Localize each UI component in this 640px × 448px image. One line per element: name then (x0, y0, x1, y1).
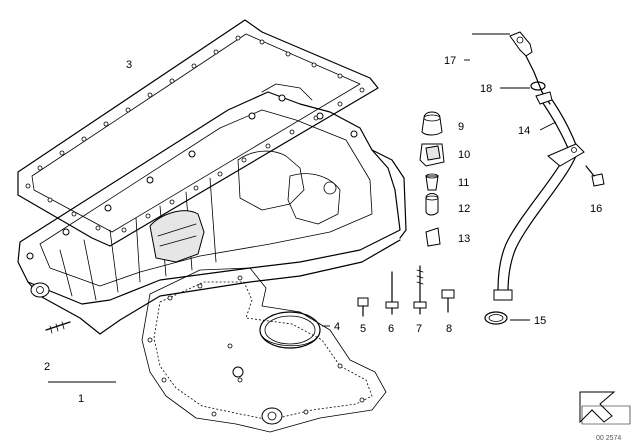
callout-18: 18 (480, 83, 492, 95)
callout-7: 7 (416, 323, 422, 335)
sealing-ring-18[interactable] (530, 81, 546, 91)
guide-tube[interactable] (493, 91, 585, 301)
bolt-5[interactable] (357, 297, 369, 317)
callout-4: 4 (334, 321, 340, 333)
grommet-10[interactable] (419, 143, 445, 167)
orientation-arrow-icon (579, 391, 631, 425)
bolt-7[interactable] (413, 265, 427, 315)
callout-9: 9 (458, 121, 464, 133)
clip-13[interactable] (425, 227, 441, 247)
callout-13: 13 (458, 233, 470, 245)
callout-5: 5 (360, 323, 366, 335)
seal-ring[interactable] (259, 311, 321, 349)
clip-11[interactable] (425, 173, 439, 191)
o-ring-15[interactable] (484, 311, 508, 325)
bolt-6[interactable] (385, 271, 399, 315)
callout-14: 14 (518, 125, 530, 137)
callout-3: 3 (126, 59, 132, 71)
callout-10: 10 (458, 149, 470, 161)
callout-8: 8 (446, 323, 452, 335)
diagram-reference-number: 00 2574 (596, 435, 621, 442)
callout-6: 6 (388, 323, 394, 335)
bolt-16[interactable] (585, 165, 605, 187)
callout-15: 15 (534, 315, 546, 327)
oil-pan-lower[interactable] (141, 267, 387, 433)
callout-16: 16 (590, 203, 602, 215)
clip-12[interactable] (425, 193, 439, 216)
oil-pan-upper-section[interactable] (17, 83, 407, 335)
callout-1: 1 (78, 393, 84, 405)
callout-17: 17 (444, 55, 456, 67)
leader-14 (539, 121, 557, 131)
oil-pan-gasket[interactable] (17, 19, 379, 247)
grommet-9[interactable] (421, 111, 443, 136)
callout-11: 11 (458, 177, 469, 189)
callout-12: 12 (458, 203, 470, 215)
callout-2: 2 (44, 361, 50, 373)
bolt-8[interactable] (441, 289, 455, 313)
